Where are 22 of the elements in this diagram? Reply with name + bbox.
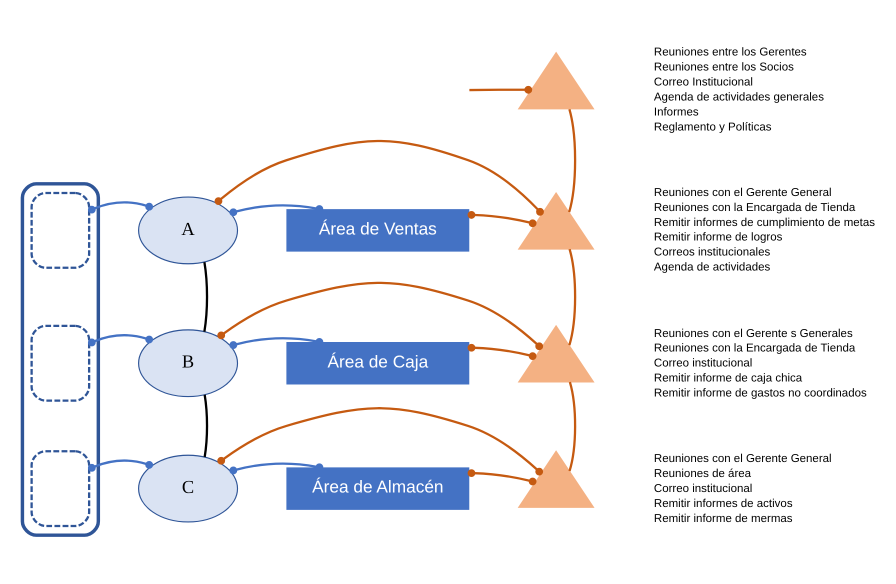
node-label: Reuniones de área	[654, 468, 752, 480]
node-label: Reuniones con la Encargada de Tienda	[654, 201, 856, 214]
node-label: Remitir informes de activos	[654, 498, 793, 510]
node-label: Reglamento y Políticas	[654, 120, 772, 133]
node-label: Correo institucional	[654, 482, 752, 495]
node-label: Remitir informe de logros	[654, 231, 782, 244]
node-label: Remitir informe de gastos no coordinados	[654, 387, 867, 400]
node-label: Remitir informe de caja chica	[654, 372, 802, 384]
node-label: Remitir informes de cumplimiento de metas	[654, 216, 876, 228]
node-label: Reuniones con el Gerente General	[654, 452, 832, 465]
node-label: Correos institucionales	[654, 246, 770, 258]
node-label: Reuniones entre los Gerentes	[654, 46, 807, 58]
node-label: Correo institucional	[654, 357, 752, 370]
node-label: Correo Institucional	[654, 76, 753, 88]
node-label: Reuniones con la Encargada de Tienda	[654, 342, 856, 354]
node-label: Remitir informe de mermas	[654, 512, 793, 524]
node-label: Agenda de actividades generales	[654, 90, 824, 103]
node-label: Reuniones con el Gerente General	[654, 186, 832, 198]
node-label: Agenda de actividades	[654, 261, 770, 274]
node-label: Reuniones entre los Socios	[654, 61, 794, 74]
node-label: Reuniones con el Gerente s Generales	[654, 327, 853, 340]
node-label: Informes	[654, 106, 699, 118]
